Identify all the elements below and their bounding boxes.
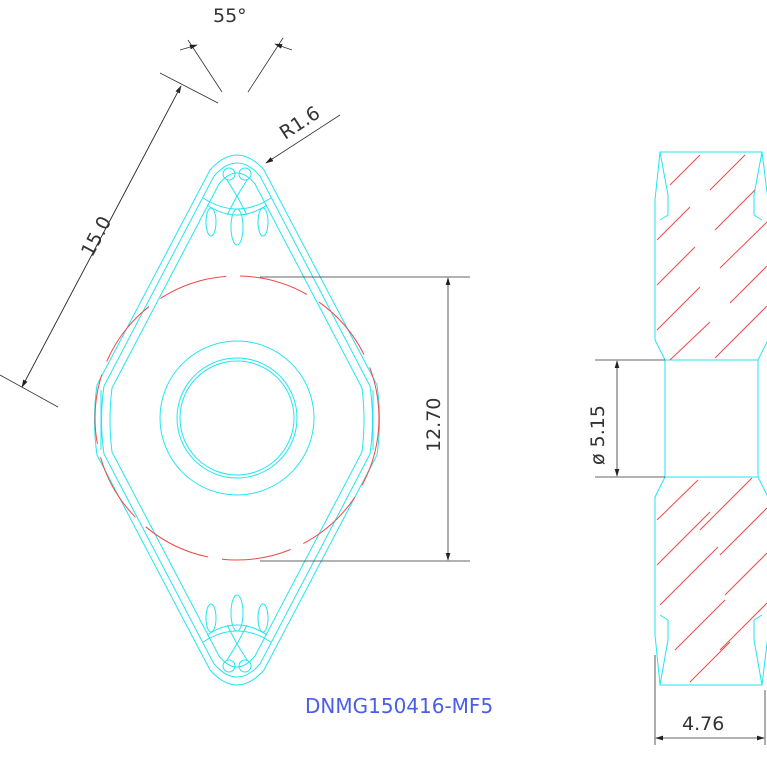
angle-label: 55°	[213, 5, 247, 27]
section-hatching	[656, 154, 767, 683]
dimension-corner-radius: R1.6	[265, 102, 341, 164]
dimension-hole-diameter: ø 5.15	[587, 359, 665, 478]
dimension-angle: 55°	[179, 5, 293, 93]
insert-top-view	[94, 154, 380, 686]
insert-side-view	[654, 151, 767, 686]
hole-diameter-label: ø 5.15	[587, 405, 609, 465]
dimension-inscribed-circle: 12.70	[260, 276, 470, 562]
corner-radius-label: R1.6	[276, 102, 324, 144]
part-number-label: DNMG150416-MF5	[305, 694, 493, 718]
thickness-label: 4.76	[682, 713, 724, 735]
dimension-thickness: 4.76	[654, 655, 766, 745]
inscribed-circle-label: 12.70	[423, 398, 445, 452]
